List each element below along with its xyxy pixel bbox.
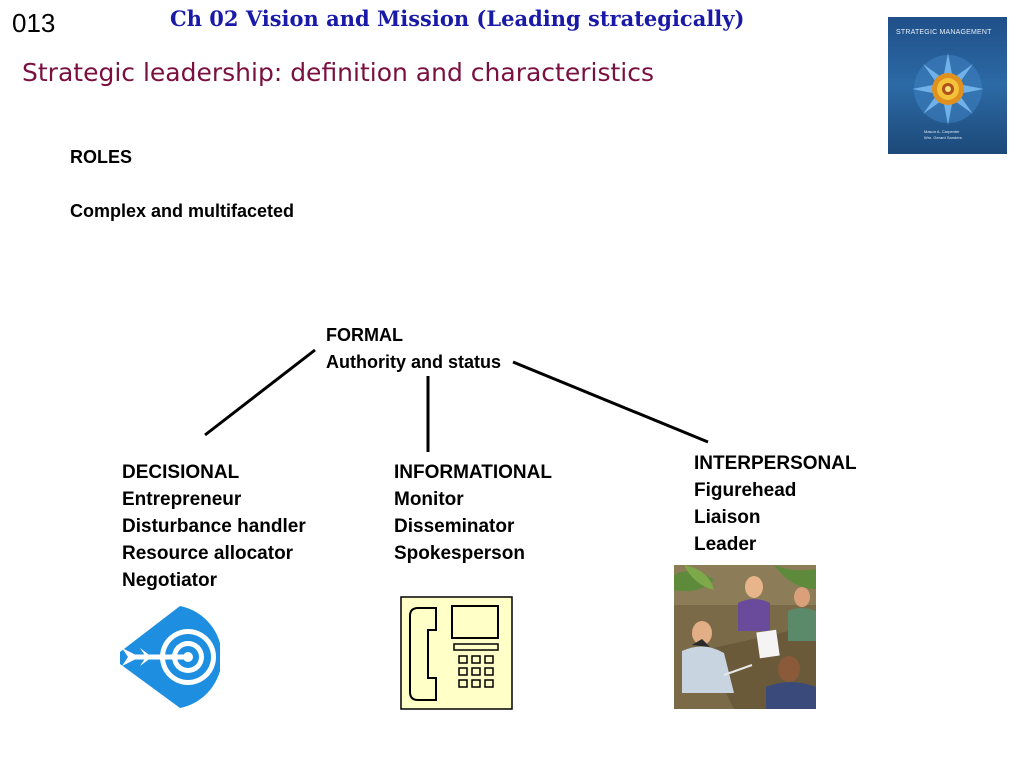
target-icon <box>120 606 220 708</box>
decisional-item: Negotiator <box>122 570 217 591</box>
header-title: Ch 02 Vision and Mission (Leading strate… <box>170 6 745 31</box>
formal-subheading: Authority and status <box>326 352 502 372</box>
book-authors: Mason A. Carpenter Wm. Gerard Sanders <box>924 129 962 140</box>
roles-heading: ROLES <box>70 147 133 167</box>
book-cover-image: STRATEGIC MANAGEMENT Mason A. Carpenter … <box>888 17 1007 154</box>
interpersonal-role: INTERPERSONAL Figurehead Liaison Leader <box>694 450 857 558</box>
decisional-role: DECISIONAL Entrepreneur Disturbance hand… <box>122 459 306 594</box>
connector-decisional <box>204 348 316 437</box>
connector-interpersonal <box>512 360 709 444</box>
informational-item: Spokesperson <box>394 543 525 564</box>
slide-subtitle: Strategic leadership: definition and cha… <box>22 58 654 87</box>
interpersonal-item: Liaison <box>694 507 761 528</box>
interpersonal-item: Figurehead <box>694 480 797 501</box>
informational-heading: INFORMATIONAL <box>394 462 552 483</box>
informational-item: Disseminator <box>394 516 515 537</box>
decisional-item: Resource allocator <box>122 543 294 564</box>
decisional-item: Entrepreneur <box>122 489 242 510</box>
interpersonal-item: Leader <box>694 534 757 555</box>
roles-description: Complex and multifaceted <box>70 201 295 221</box>
interpersonal-heading: INTERPERSONAL <box>694 453 857 474</box>
slide-number: 013 <box>12 8 56 38</box>
informational-item: Monitor <box>394 489 464 510</box>
telephone-icon <box>400 596 513 710</box>
informational-role: INFORMATIONAL Monitor Disseminator Spoke… <box>394 459 552 567</box>
decisional-item: Disturbance handler <box>122 516 306 537</box>
meeting-clipart <box>674 565 816 709</box>
formal-heading: FORMAL <box>326 325 403 345</box>
book-title: STRATEGIC MANAGEMENT <box>896 29 992 36</box>
decisional-heading: DECISIONAL <box>122 462 240 483</box>
mandala-icon <box>912 53 984 125</box>
